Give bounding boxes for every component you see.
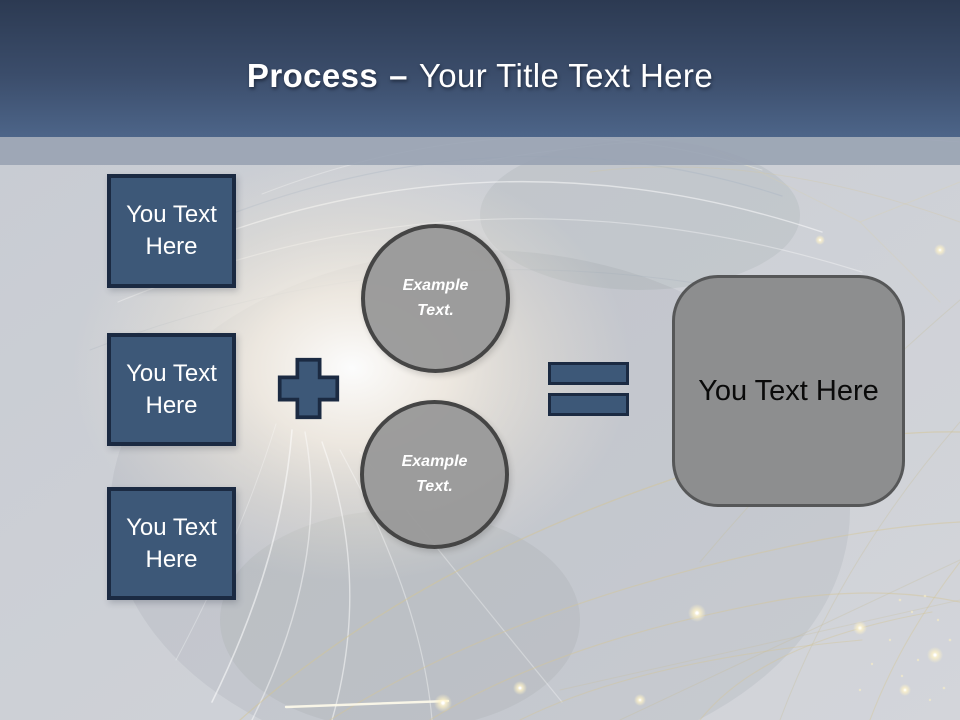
slide-header: Process–Your Title Text Here [0,0,960,137]
slide-title[interactable]: Process–Your Title Text Here [247,43,713,95]
text-box-2-label: You Text Here [126,359,217,419]
title-rest: Your Title Text Here [418,56,714,94]
example-circle-2[interactable]: Example Text. [360,400,509,549]
plus-icon[interactable] [276,356,341,421]
example-circle-2-label: Example Text. [401,452,468,495]
equals-bar-bottom [548,393,629,416]
title-emphasis: Process [246,56,379,94]
text-box-3-label: You Text Here [126,513,217,573]
header-divider-band [0,137,960,165]
example-circle-1[interactable]: Example Text. [361,224,510,373]
result-box[interactable]: You Text Here [672,275,905,507]
text-box-3[interactable]: You Text Here [107,487,236,600]
equals-bar-top [548,362,629,385]
title-separator: – [389,56,408,94]
text-box-1-label: You Text Here [126,201,217,260]
text-box-1[interactable]: You Text Here [107,174,236,288]
example-circle-1-label: Example Text. [402,276,469,319]
text-box-2[interactable]: You Text Here [107,333,236,446]
equals-icon[interactable] [548,362,629,416]
result-box-label: You Text Here [698,374,879,407]
